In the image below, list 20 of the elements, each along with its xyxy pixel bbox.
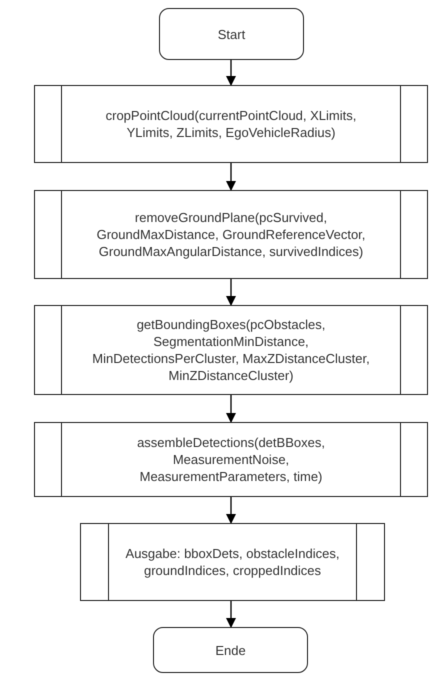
step-text: getBoundingBoxes(pcObstacles, SegmentationMinDistance, MinDetectionsPerCluster, MaxZDistanceCluster, MinZDistanceCluster) [91, 316, 371, 384]
step-text: cropPointCloud(currentPointCloud, XLimits, YLimits, ZLimits, EgoVehicleRadius) [104, 107, 358, 141]
step-text: Ausgabe: bboxDets, obstacleIndices, groundIndices, croppedIndices [125, 545, 340, 579]
arrow [226, 497, 236, 524]
subprocess-box [34, 190, 428, 279]
arrow [226, 279, 236, 306]
subprocess-box [34, 422, 428, 497]
step-text: assembleDetections(detBBoxes, MeasurementNoise, MeasurementParameters, time) [136, 434, 326, 485]
subprocess-box [80, 523, 385, 601]
arrow [226, 395, 236, 423]
subprocess-box [34, 85, 428, 163]
step-text: Start [218, 26, 246, 42]
step-text: removeGroundPlane(pcSurvived, GroundMaxDistance, GroundReferenceVector, GroundMaxAngularDistance, survivedIndices) [96, 209, 366, 260]
terminal-box [159, 8, 304, 60]
subprocess-box [34, 305, 428, 395]
arrow [226, 163, 236, 191]
arrow [226, 60, 236, 86]
terminal-box [153, 627, 308, 673]
arrow [226, 601, 236, 628]
step-text: Ende [215, 642, 246, 658]
